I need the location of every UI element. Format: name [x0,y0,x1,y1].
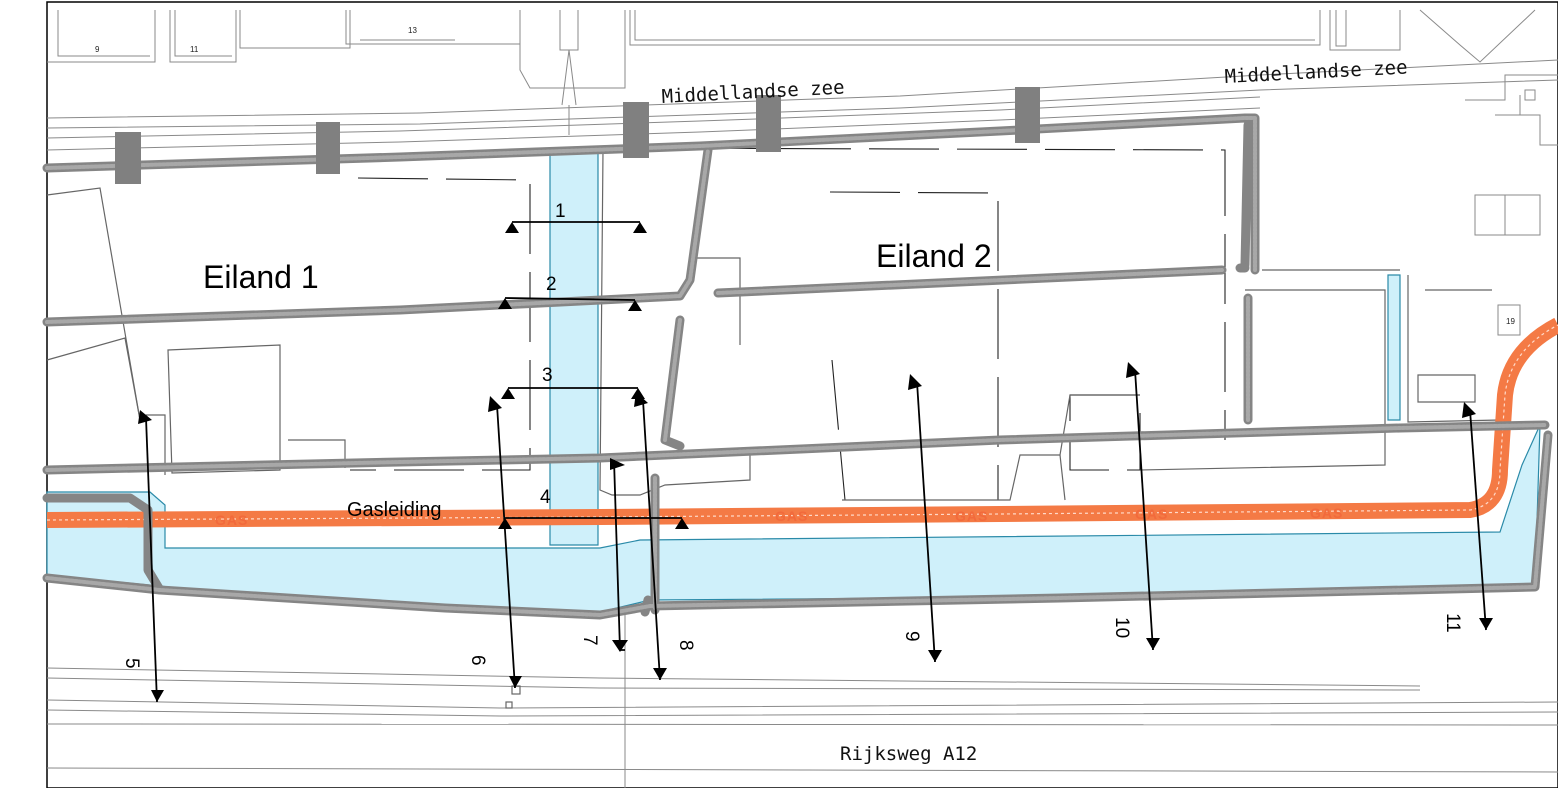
section-number: 1 [555,201,566,222]
section-1 [505,221,647,233]
section-11 [1462,402,1493,631]
crossings [115,87,1040,184]
gas-tag: GAS [775,508,808,524]
gas-tag: GAS [1135,506,1168,522]
labels: Middellandse zee Middellandse zee Rijksw… [95,26,1515,765]
street-label: Rijksweg A12 [840,743,977,765]
island-label: Eiland 2 [876,238,992,274]
gas-tag: GAS [955,508,988,524]
section-number: 11 [1442,613,1463,633]
island-label: Eiland 1 [203,259,319,295]
gas-tag: GAS [215,512,248,528]
section-7 [610,458,628,652]
section-number: 5 [121,658,142,669]
house-number: 9 [95,45,100,54]
section-10 [1126,362,1160,651]
section-4 [498,517,689,529]
top-buildings [47,9,1558,336]
water [46,147,1541,613]
section-number: 4 [540,487,551,508]
street-bottom [46,590,1558,788]
gas-tag: GAS [1310,505,1343,521]
map-frame [46,1,1558,788]
gas-pipeline: GAS GAS GAS GAS GAS [46,317,1558,528]
section-number: 9 [901,631,922,642]
house-number: 11 [190,45,199,54]
cross-sections [138,221,1493,703]
section-number: 3 [542,365,553,386]
section-number: 2 [546,274,557,295]
gas-pipe-label: Gasleiding [347,499,442,521]
street-top [46,59,1558,151]
section-3 [501,387,645,399]
section-2 [498,297,642,311]
section-5 [138,410,164,703]
section-number: 8 [675,640,696,651]
house-number: 13 [408,26,417,35]
section-number: 7 [579,635,600,646]
section-number: 10 [1111,617,1132,638]
footpaths [42,113,1553,620]
section-6 [488,396,522,689]
section-number: 6 [467,655,488,666]
house-number: 19 [1506,317,1515,326]
section-9 [908,374,942,663]
section-8 [634,392,667,681]
canal-east [1387,274,1401,421]
